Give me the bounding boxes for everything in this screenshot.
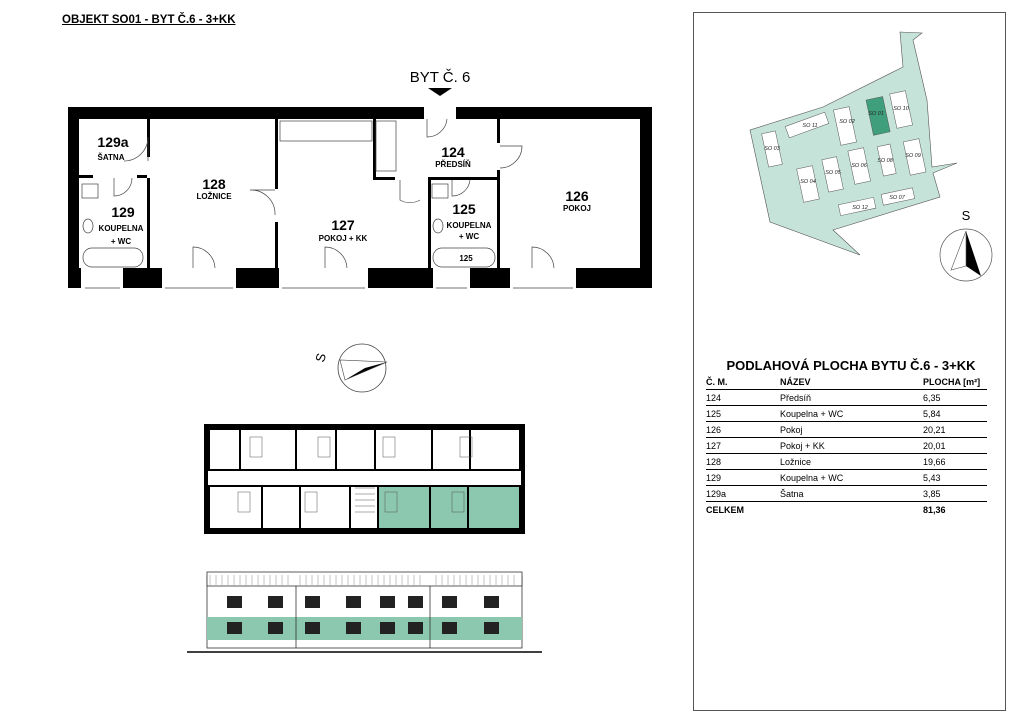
site-plan: SO 01 SO 02 SO 03 SO 04 SO 05 SO 06 SO 0… bbox=[749, 31, 993, 282]
table-row: 128 Ložnice 19,66 bbox=[706, 453, 987, 470]
entrance-label: BYT Č. 6 bbox=[410, 69, 471, 86]
table-row: 129 Koupelna + WC 5,43 bbox=[706, 469, 987, 486]
room-name: LOŽNICE bbox=[196, 192, 232, 201]
site-compass-label: S bbox=[962, 208, 971, 223]
room-number: 125 bbox=[452, 201, 476, 217]
cell-num: 129 bbox=[706, 473, 722, 483]
cell-area: 20,01 bbox=[923, 441, 946, 451]
room-number: 129 bbox=[111, 204, 135, 220]
site-building-label: SO 06 bbox=[851, 163, 868, 169]
cell-name: Šatna bbox=[780, 489, 804, 499]
cell-area: 6,35 bbox=[923, 393, 941, 403]
table-row: 129a Šatna 3,85 bbox=[706, 485, 987, 502]
room-name: + WC bbox=[459, 232, 479, 241]
site-building-highlight bbox=[865, 96, 891, 136]
room-number: 129a bbox=[97, 134, 128, 150]
site-building-label: SO 05 bbox=[825, 170, 842, 176]
document-title: OBJEKT SO01 - BYT Č.6 - 3+KK bbox=[62, 14, 236, 26]
table-total-row: CELKEM 81,36 bbox=[706, 501, 987, 517]
cell-num: 127 bbox=[706, 441, 722, 451]
room-number: 127 bbox=[331, 217, 355, 233]
right-info-panel bbox=[693, 12, 1006, 711]
cell-num: 128 bbox=[706, 457, 722, 467]
room-name: KOUPELNA bbox=[99, 224, 144, 233]
table-row: 127 Pokoj + KK 20,01 bbox=[706, 437, 987, 454]
site-building-label: SO 09 bbox=[905, 153, 921, 159]
cell-name: Koupelna + WC bbox=[780, 409, 844, 419]
header-name: NÁZEV bbox=[780, 377, 811, 387]
cell-name: Pokoj + KK bbox=[780, 441, 825, 451]
site-building-label: SO 04 bbox=[800, 179, 816, 185]
room-name: PŘEDSÍŇ bbox=[435, 160, 471, 169]
cell-num: 125 bbox=[706, 409, 722, 419]
site-building-label: SO 01 bbox=[868, 111, 884, 117]
cell-name: Předsíň bbox=[780, 393, 812, 403]
site-building-label: SO 12 bbox=[852, 205, 868, 211]
header-area: PLOCHA [m²] bbox=[923, 377, 981, 387]
table-row: 124 Předsíň 6,35 bbox=[706, 389, 987, 406]
cell-name: Koupelna + WC bbox=[780, 473, 844, 483]
site-building-label: SO 10 bbox=[893, 106, 910, 112]
table-row: 126 Pokoj 20,21 bbox=[706, 421, 987, 438]
inner-walls bbox=[79, 119, 500, 268]
entrance-arrow-icon bbox=[428, 88, 452, 96]
cell-name: Ložnice bbox=[780, 457, 812, 467]
cell-area: 3,85 bbox=[923, 489, 941, 499]
room-name: KOUPELNA bbox=[447, 221, 492, 230]
cell-area: 19,66 bbox=[923, 457, 946, 467]
room-number: 124 bbox=[441, 144, 465, 160]
cell-area: 5,43 bbox=[923, 473, 941, 483]
building-overview-plan bbox=[204, 424, 525, 534]
room-name: POKOJ + KK bbox=[319, 234, 368, 243]
room-labels: 129a ŠATNA 128 LOŽNICE 127 POKOJ + KK 12… bbox=[97, 134, 591, 263]
cell-name: Pokoj bbox=[780, 425, 803, 435]
bathtub-label: 125 bbox=[459, 254, 473, 263]
doors-and-fixtures bbox=[81, 118, 573, 289]
site-building-label: SO 08 bbox=[877, 158, 894, 164]
cell-area: 5,84 bbox=[923, 409, 941, 419]
room-name: + WC bbox=[111, 237, 131, 246]
site-building-label: SO 03 bbox=[764, 146, 781, 152]
room-name: POKOJ bbox=[563, 204, 591, 213]
cell-num: 129a bbox=[706, 489, 727, 499]
cell-area: 20,21 bbox=[923, 425, 946, 435]
room-name: ŠATNA bbox=[98, 153, 125, 162]
room-number: 126 bbox=[565, 188, 589, 204]
compass-icon: S bbox=[312, 343, 388, 393]
site-building-label: SO 07 bbox=[889, 195, 906, 201]
cell-num: 124 bbox=[706, 393, 722, 403]
site-building-label: SO 02 bbox=[839, 119, 855, 125]
compass-label: S bbox=[312, 351, 329, 364]
header-num: Č. M. bbox=[706, 377, 728, 387]
table-header-row: Č. M. NÁZEV PLOCHA [m²] bbox=[706, 373, 987, 390]
area-table-title: PODLAHOVÁ PLOCHA BYTU Č.6 - 3+KK bbox=[726, 358, 976, 373]
total-area: 81,36 bbox=[923, 505, 946, 515]
outer-walls bbox=[68, 107, 652, 288]
table-row: 125 Koupelna + WC 5,84 bbox=[706, 405, 987, 422]
cell-num: 126 bbox=[706, 425, 722, 435]
building-elevation bbox=[187, 571, 542, 653]
site-building-label: SO 11 bbox=[802, 123, 817, 129]
site-compass-icon bbox=[939, 228, 993, 282]
room-number: 128 bbox=[202, 176, 226, 192]
total-label: CELKEM bbox=[706, 505, 744, 515]
